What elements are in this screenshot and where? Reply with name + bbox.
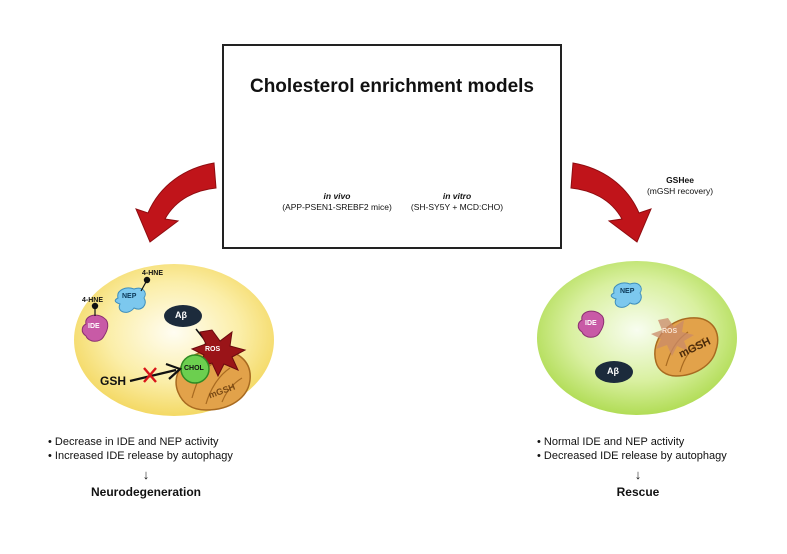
right-ide-protein	[577, 310, 605, 338]
left-outcome: Neurodegeneration	[90, 485, 201, 499]
left-curved-arrow	[135, 162, 217, 243]
right-finding-item: • Normal IDE and NEP activity	[537, 436, 685, 448]
right-ros-label: ROS	[662, 328, 678, 335]
left-abeta-label: Aβ	[175, 310, 187, 320]
gsh-blocked-arrow	[129, 362, 183, 383]
treatment-note: GSHee (mGSH recovery)	[640, 175, 720, 197]
left-hne-left-label: 4-HNE	[82, 297, 104, 304]
left-abeta	[164, 305, 202, 327]
treatment-detail: (mGSH recovery)	[646, 186, 714, 196]
in-vitro-detail: (SH-SY5Y + MCD:CHO)	[410, 202, 504, 212]
right-abeta-label: Aβ	[607, 366, 619, 376]
left-hne-top-label: 4-HNE	[142, 270, 164, 277]
right-curved-arrow	[570, 162, 652, 243]
left-ros-label: ROS	[205, 346, 221, 353]
models-title: Cholesterol enrichment models	[249, 76, 534, 97]
in-vitro-name: in vitro	[442, 191, 472, 201]
right-finding-item: • Decreased IDE release by autophagy	[537, 450, 727, 462]
left-down-arrow-icon: ↓	[142, 467, 150, 482]
right-abeta	[595, 361, 633, 383]
right-cell	[537, 261, 737, 415]
left-ide-label: IDE	[88, 323, 100, 330]
right-nep-label: NEP	[620, 288, 635, 295]
right-nep-protein	[610, 282, 642, 308]
right-findings-list: • Normal IDE and NEP activity • Decrease…	[537, 435, 727, 463]
left-gsh-label: GSH	[100, 374, 127, 388]
left-nep-protein	[114, 276, 151, 313]
in-vivo-label: in vivo (APP-PSEN1-SREBF2 mice)	[262, 191, 412, 213]
in-vivo-name: in vivo	[323, 191, 351, 201]
right-ros-burst	[651, 318, 694, 356]
blocked-x-icon	[143, 367, 157, 383]
left-chol-label: CHOL	[184, 365, 204, 372]
left-finding-item: • Increased IDE release by autophagy	[48, 450, 233, 462]
left-ide-protein	[81, 302, 109, 342]
in-vitro-label: in vitro (SH-SY5Y + MCD:CHO)	[392, 191, 522, 213]
left-nep-label: NEP	[122, 293, 137, 300]
right-ide-label: IDE	[585, 320, 597, 327]
left-findings-list: • Decrease in IDE and NEP activity • Inc…	[48, 435, 233, 463]
left-finding-item: • Decrease in IDE and NEP activity	[48, 436, 219, 448]
treatment-name: GSHee	[666, 175, 694, 185]
in-vivo-detail: (APP-PSEN1-SREBF2 mice)	[282, 202, 392, 212]
models-box: Cholesterol enrichment models	[222, 44, 562, 249]
right-outcome: Rescue	[616, 485, 660, 499]
right-down-arrow-icon: ↓	[634, 467, 642, 482]
